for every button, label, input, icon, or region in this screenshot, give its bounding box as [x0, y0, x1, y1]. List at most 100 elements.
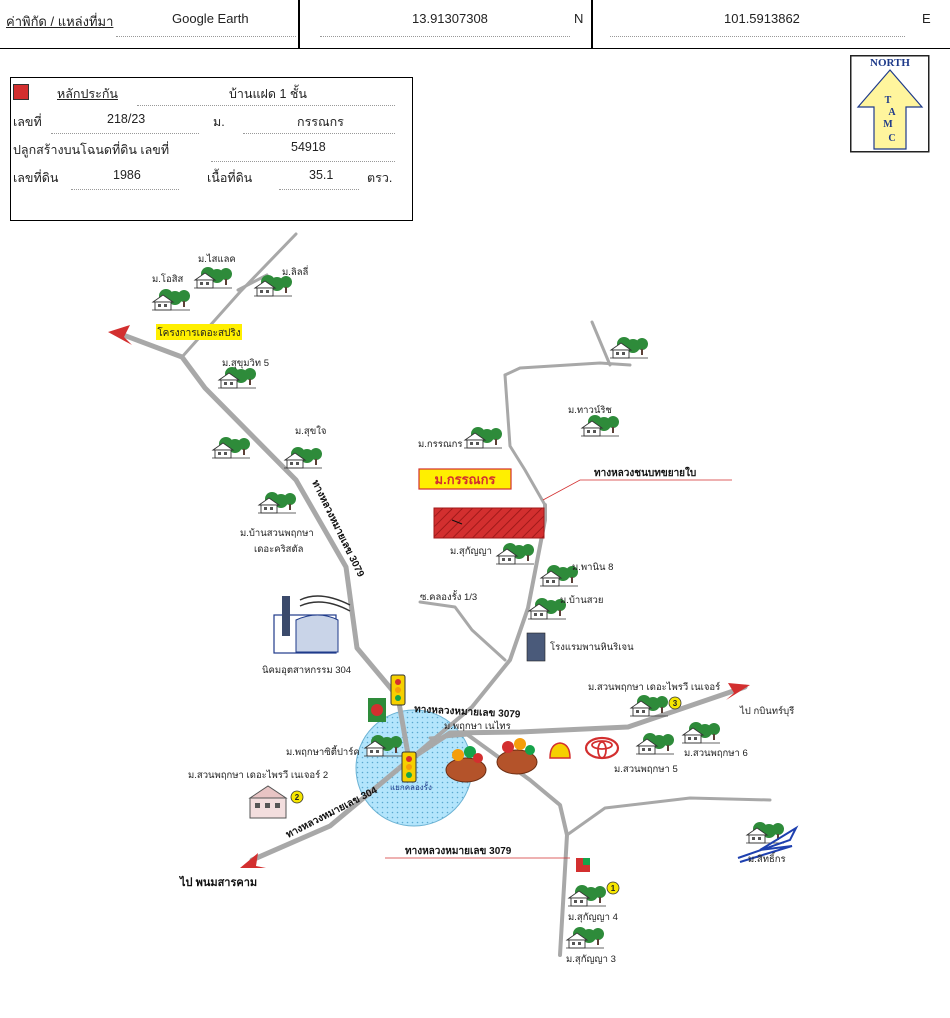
junction-label: แยกคลองรั้ง [390, 781, 432, 792]
source-value: Google Earth [172, 11, 249, 26]
badge-1 [606, 881, 620, 895]
house-icon [283, 446, 323, 469]
road-southeast [565, 796, 772, 837]
arrow-southwest-icon [240, 853, 266, 868]
place-label: ม.กรรณกร [418, 439, 463, 450]
hotel-icon [526, 632, 546, 662]
village-value: กรรณกร [297, 115, 344, 129]
latitude-direction: N [574, 11, 584, 26]
road-small-branch [236, 273, 269, 292]
area-unit: ตรว. [367, 171, 393, 185]
house-icon [217, 366, 257, 389]
area-value: 35.1 [309, 168, 334, 182]
soi-klongrang [418, 600, 507, 662]
house-no-value: 218/23 [107, 112, 146, 126]
village-label: ม. [213, 115, 225, 129]
place-label: นิคมอุตสาหกรรม 304 [262, 665, 351, 676]
location-map: ม.กรรณกร โครงการเดอะสปริง [108, 232, 799, 965]
north-arrow-logo: NORTH T A M C [850, 55, 930, 153]
house-no-label: เลขที่ [13, 115, 42, 129]
collateral-label: หลักประกัน [57, 87, 118, 101]
place-label: ม.สวนพฤกษา เดอะไพรวี เนเจอร์ [588, 681, 720, 693]
badge-2 [290, 790, 304, 804]
house-icon [151, 288, 191, 311]
place-label: ม.โอสิส [152, 273, 184, 285]
project-label-box [156, 324, 242, 340]
house-icon [193, 266, 233, 289]
fruit-basket-icon [445, 746, 487, 783]
logo-letter-c: C [888, 133, 895, 144]
place-label: ม.สิทธิ์กร [748, 851, 786, 865]
place-label: ม.ไสแลค [198, 253, 236, 265]
place-label: ม.พานิน 8 [572, 562, 613, 573]
house-icon [635, 732, 675, 755]
place-label: ม.ลิลลี่ [282, 265, 309, 278]
townhouse-icon [248, 785, 288, 819]
deed-value: 54918 [291, 140, 326, 154]
coordinate-source-label: ค่าพิกัด / แหล่งที่มา [6, 14, 114, 29]
shell-station-icon [549, 742, 571, 759]
rural-road-north [503, 373, 547, 507]
house-icon [580, 414, 620, 437]
direction-arrows [108, 325, 750, 868]
house-icon [495, 542, 535, 565]
place-label: ไป พนมสารคาม [178, 875, 257, 889]
rural-road [407, 503, 547, 762]
badge-3 [668, 696, 682, 710]
place-label: ม.พฤกษาซิตี้ปาร์ค [286, 745, 360, 758]
project-label: โครงการเดอะสปริง [157, 326, 240, 339]
badge-2-text: 2 [295, 793, 300, 802]
place-label: ม.สวนพฤกษา 5 [614, 764, 678, 775]
place-label: ซ.คลองรั้ง 1/3 [420, 590, 477, 603]
place-label: ม.สวนพฤกษา เดอะไพรวี เนเจอร์ 2 [188, 769, 328, 781]
logo-letter-t: T [885, 95, 892, 106]
traffic-light-icon [401, 751, 417, 783]
highway-3079-east [406, 684, 748, 763]
arrow-northwest-icon [108, 325, 132, 345]
collateral-value: บ้านแฝด 1 ชั้น [229, 87, 307, 101]
subject-property [433, 507, 545, 539]
road-northeast [503, 361, 632, 377]
house-icon [211, 436, 251, 459]
place-label: ม.สวนพฤกษา 6 [684, 748, 748, 759]
badge-1-text: 1 [611, 884, 616, 893]
place-label: ม.สุขุมวิท 5 [222, 358, 269, 369]
collateral-marker-icon [13, 84, 29, 100]
north-word: NORTH [870, 57, 910, 69]
latitude-value: 13.91307308 [412, 11, 488, 26]
water-scribble [737, 825, 799, 863]
house-icon [565, 926, 605, 949]
place-label: ม.ทาวน์ริช [568, 404, 612, 416]
place-label: ม.สุกัญญา 4 [568, 912, 618, 923]
bypass-road-label: ทางหลวงชนบทขยายใบ [594, 466, 696, 479]
logo-letter-a: A [888, 107, 896, 118]
longitude-value: 101.5913862 [724, 11, 800, 26]
house-icon [257, 491, 297, 514]
arrow-east-icon [726, 683, 750, 700]
house-icon [609, 336, 649, 359]
bypass-pointer [542, 479, 732, 501]
house-icon [567, 884, 607, 907]
badge-3-text: 3 [673, 699, 678, 708]
place-label: ไป กบินทร์บุรี [739, 705, 794, 717]
highway-3079-label: ทางหลวงหมายเลข 3079 [405, 846, 512, 857]
place-labels: ม.ไสแลค ม.โอสิส ม.ลิลลี่ ม.สุขุมวิท 5 ม.… [152, 253, 794, 965]
place-label: โรงแรมพานหินริเจน [550, 641, 634, 653]
longitude-direction: E [922, 11, 931, 26]
road-small-north [590, 320, 612, 367]
house-icon [463, 426, 503, 449]
traffic-light-icon [390, 674, 406, 706]
place-label: ม.สุขใจ [295, 425, 326, 437]
toyota-logo-icon [584, 736, 620, 760]
place-label: ม.บ้านสวย [560, 595, 603, 606]
house-icon [681, 721, 721, 744]
subject-label-box [418, 468, 512, 490]
place-label: ม.สุกัญญา 3 [566, 954, 616, 965]
land-no-value: 1986 [113, 168, 141, 182]
area-label: เนื้อที่ดิน [207, 171, 253, 185]
collateral-info-box: หลักประกัน บ้านแฝด 1 ชั้น เลขที่ 218/23 … [10, 77, 413, 221]
fruit-basket-icon [496, 738, 538, 775]
place-label: ม.พฤกษา เนไทร [444, 720, 511, 732]
factory-icon [273, 595, 351, 654]
highway-304 [249, 757, 412, 863]
